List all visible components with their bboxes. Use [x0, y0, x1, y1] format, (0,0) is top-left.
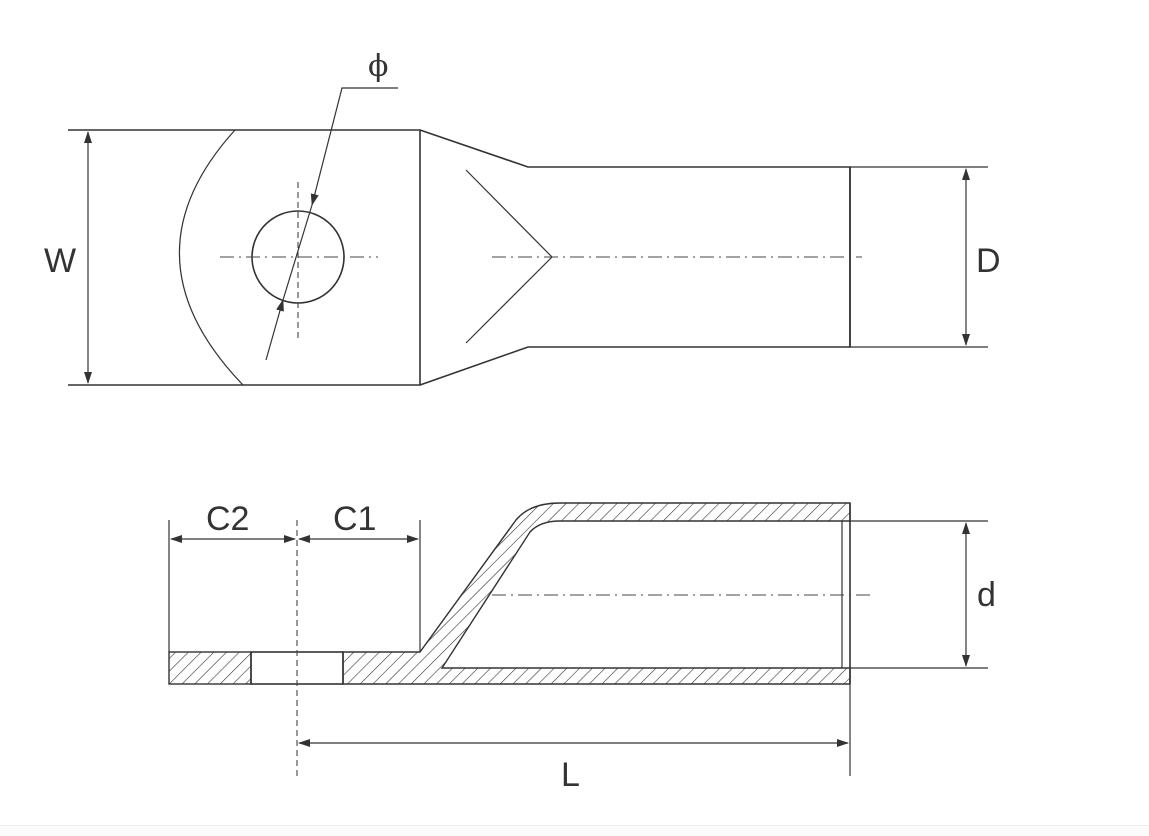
- c2-label: C2: [206, 500, 249, 538]
- top-view: ϕ W D: [44, 49, 1001, 386]
- barrel-wall-section: [342, 502, 851, 685]
- d-inner-label: d: [977, 576, 996, 614]
- palm-radius-arc: [178, 129, 244, 386]
- phi-diameter-line: [282, 204, 313, 301]
- side-view: C2 C1 d L: [168, 500, 996, 794]
- w-label: W: [44, 242, 76, 280]
- d-outer-label: D: [976, 242, 1001, 280]
- phi-leader-lower: [265, 299, 284, 361]
- c1-label: C1: [333, 500, 376, 538]
- palm-section-left: [168, 651, 252, 685]
- phi-leader: [310, 87, 398, 206]
- palm-outline: [68, 129, 421, 386]
- inner-chamfer: [465, 169, 553, 344]
- phi-label: ϕ: [368, 49, 388, 84]
- hole-gap: [250, 651, 344, 685]
- bottom-strip: [0, 825, 1149, 836]
- l-label: L: [561, 756, 580, 794]
